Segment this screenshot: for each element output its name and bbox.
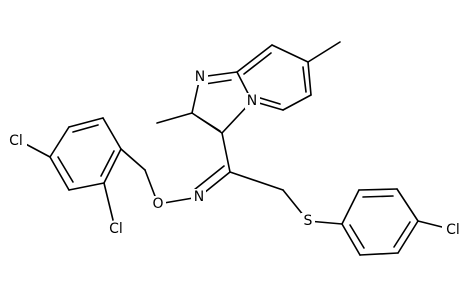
ring-to-oxime-carbon-bond	[221, 132, 231, 173]
atom-label-cl-ortho: Cl	[105, 221, 127, 237]
atom-label-n-imidazole: N	[193, 69, 208, 85]
atom-label-cl-chlorophenyl: Cl	[442, 222, 464, 238]
oxime-double-bond-2	[193, 165, 225, 191]
atom-label-n-oxime: N	[191, 189, 206, 205]
cl-bond-ortho	[103, 182, 114, 221]
n-bridge-text: N	[247, 93, 257, 109]
chlorophenyl-ring	[341, 188, 419, 256]
cl-bond-chlorophenyl	[417, 220, 447, 229]
atom-label-s: S	[301, 213, 315, 229]
methyl-bond-imidazole	[156, 112, 193, 124]
cl-ring-para-text: Cl	[9, 133, 23, 149]
c-ch2-bond	[229, 171, 284, 191]
atom-label-cl-para: Cl	[5, 133, 27, 149]
n-imidazole-text: N	[195, 69, 205, 85]
dichlorophenyl-ring	[49, 117, 122, 191]
atom-label-n-bridge: N	[245, 93, 260, 109]
atom-label-o-oxime: O	[150, 196, 166, 212]
cl-ring-ortho-text: Cl	[109, 221, 123, 237]
ch2-aryl-bond	[120, 148, 146, 171]
o-oxime-text: O	[152, 196, 163, 212]
cl-chlorophenyl-text: Cl	[446, 222, 460, 238]
s-thioether-text: S	[304, 213, 313, 229]
methyl-bond-pyridine	[307, 41, 341, 63]
n-oxime-text: N	[194, 189, 204, 205]
